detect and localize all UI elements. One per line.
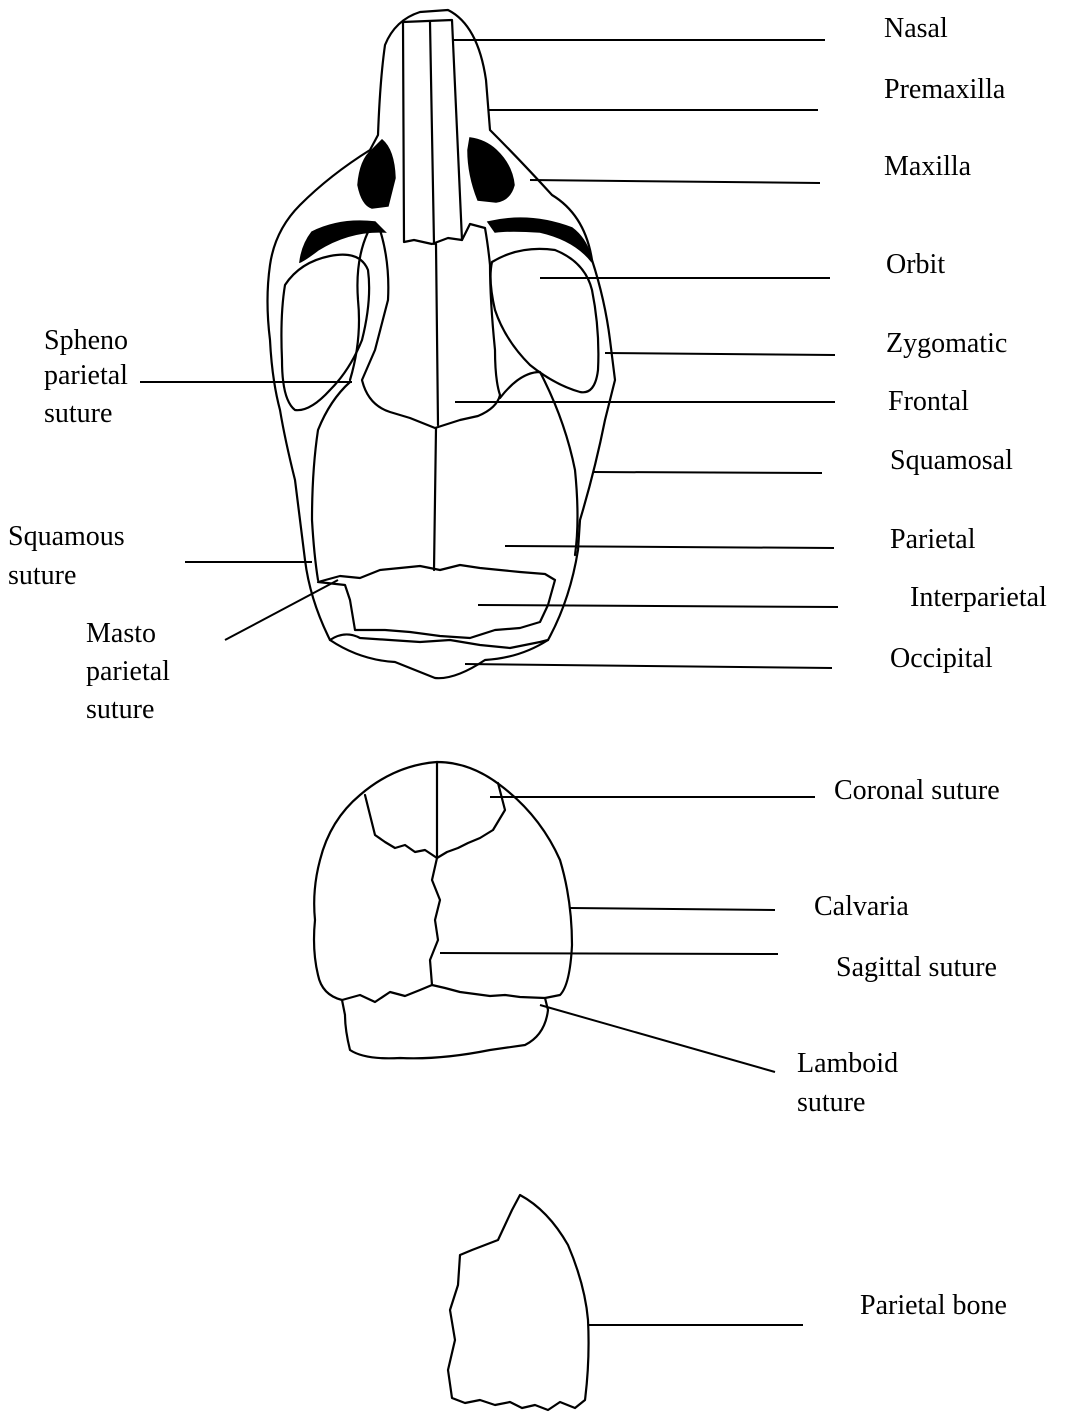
label-calvaria: Calvaria bbox=[814, 891, 909, 922]
leader-parietal bbox=[505, 546, 834, 548]
label-parietal-bone: Parietal bone bbox=[860, 1290, 1007, 1321]
parietal-bone-outline bbox=[448, 1195, 589, 1410]
label-lamboid-line2: suture bbox=[797, 1087, 865, 1118]
right-squamosal-boundary bbox=[500, 372, 578, 555]
leader-zygomatic bbox=[605, 353, 835, 355]
label-occipital: Occipital bbox=[890, 643, 993, 674]
leader-squamosal bbox=[593, 472, 822, 473]
label-zygomatic: Zygomatic bbox=[886, 328, 1007, 359]
lamboid-suture-line bbox=[342, 985, 545, 1002]
label-spheno-line2: parietal bbox=[44, 360, 128, 391]
leader-calvaria bbox=[570, 908, 775, 910]
nasal-midline bbox=[430, 22, 434, 244]
frontal-bone bbox=[362, 224, 500, 428]
label-lamboid-line1: Lamboid bbox=[797, 1048, 898, 1079]
label-parietal: Parietal bbox=[890, 524, 976, 555]
label-nasal: Nasal bbox=[884, 13, 948, 44]
left-orbit bbox=[281, 255, 369, 411]
label-masto-line3: suture bbox=[86, 694, 154, 725]
labels: Nasal Premaxilla Maxilla Orbit Zygomatic… bbox=[8, 13, 1047, 1321]
label-interparietal: Interparietal bbox=[910, 582, 1047, 613]
label-premaxilla: Premaxilla bbox=[884, 74, 1006, 105]
frontal-midline bbox=[436, 244, 438, 425]
label-squamosal: Squamosal bbox=[890, 445, 1013, 476]
label-masto-line2: parietal bbox=[86, 656, 170, 687]
left-orbit-crescent bbox=[300, 221, 385, 262]
calvaria-leader-lines bbox=[440, 797, 815, 1072]
leader-interparietal bbox=[478, 605, 838, 607]
label-squamous-line1: Squamous bbox=[8, 521, 125, 552]
label-sagittal-suture: Sagittal suture bbox=[836, 952, 997, 983]
label-maxilla: Maxilla bbox=[884, 151, 972, 182]
calvaria-drawing bbox=[314, 762, 572, 1058]
label-coronal-suture: Coronal suture bbox=[834, 775, 1000, 806]
left-nasal-opening bbox=[358, 140, 395, 208]
sagittal-suture-line bbox=[430, 858, 440, 985]
right-orbit bbox=[491, 249, 599, 392]
leader-lamboid bbox=[540, 1005, 775, 1072]
label-spheno-line3: suture bbox=[44, 398, 112, 429]
label-masto-line1: Masto bbox=[86, 618, 156, 649]
sagittal-line-skull bbox=[434, 428, 436, 570]
leader-masto-parietal bbox=[225, 580, 338, 640]
label-squamous-line2: suture bbox=[8, 560, 76, 591]
leader-occipital bbox=[465, 664, 832, 668]
label-spheno-line1: Spheno bbox=[44, 325, 128, 356]
parietal-bone-drawing bbox=[448, 1195, 589, 1410]
interparietal-bone bbox=[318, 565, 555, 638]
left-squamosal-boundary bbox=[312, 382, 350, 580]
label-frontal: Frontal bbox=[888, 386, 969, 417]
label-orbit: Orbit bbox=[886, 249, 945, 280]
leader-sagittal bbox=[440, 953, 778, 954]
calvaria-outline bbox=[314, 762, 572, 1058]
coronal-suture-line bbox=[365, 783, 505, 858]
skull-leader-lines bbox=[140, 40, 838, 668]
leader-maxilla bbox=[530, 180, 820, 183]
